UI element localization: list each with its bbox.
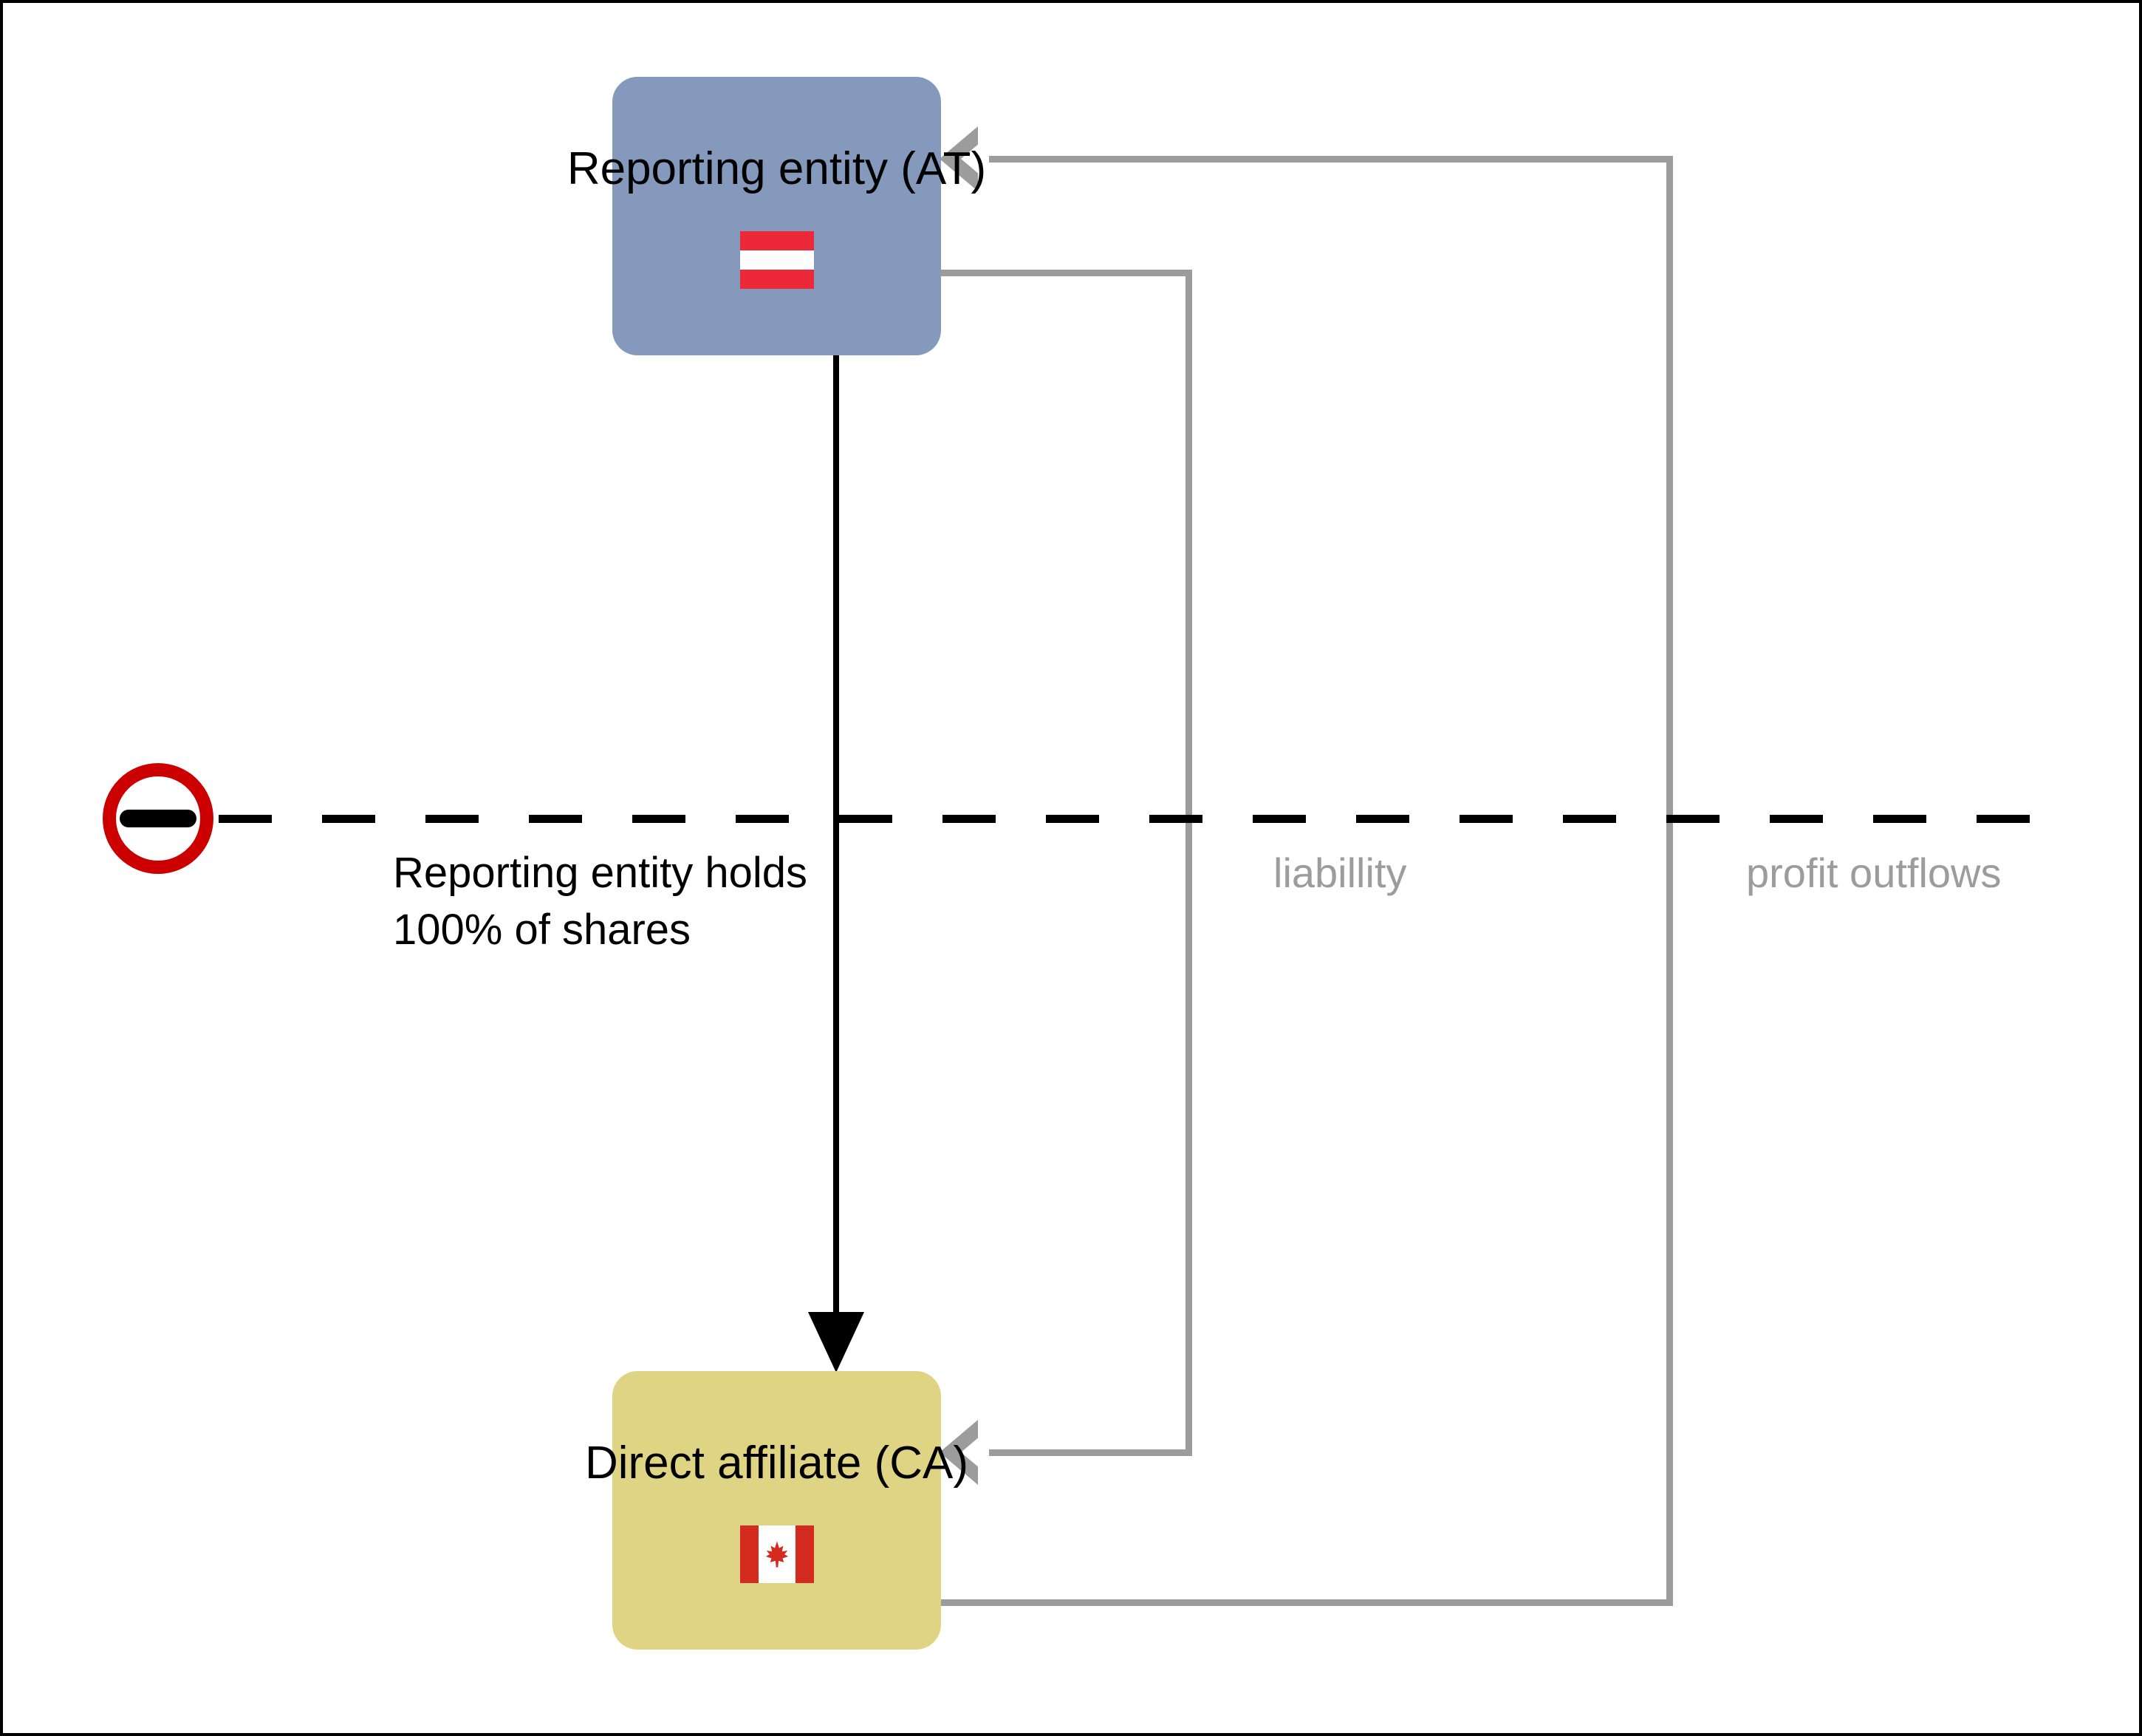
node-direct-affiliate[interactable]: Direct affiliate (CA)	[585, 1371, 968, 1650]
canada-flag-icon	[739, 1525, 814, 1584]
canada-flag-band-left	[739, 1525, 759, 1584]
ownership-arrowhead-icon	[808, 1312, 864, 1373]
maple-leaf-icon	[765, 1541, 788, 1568]
ownership-edge-line	[833, 355, 839, 1316]
profit-outflows-arrowhead-notch	[961, 135, 989, 182]
austria-flag-stripe-middle	[739, 250, 814, 270]
node-reporting-entity[interactable]: Reporting entity (AT)	[567, 77, 986, 355]
profit-outflows-edge-segment-top	[963, 156, 1673, 163]
profit-outflows-edge-label: profit outflows	[1746, 850, 2002, 896]
austria-flag-icon	[739, 231, 814, 290]
no-entry-bar	[120, 810, 196, 827]
liability-edge-segment-vertical	[1185, 270, 1192, 1452]
austria-flag-stripe-bottom	[739, 270, 814, 290]
ownership-edge-label: Reporting entity holds 100% of shares	[393, 849, 807, 954]
austria-flag-stripe-top	[739, 231, 814, 251]
national-border-dashed-line	[219, 815, 2062, 823]
node-direct-affiliate-label: Direct affiliate (CA)	[584, 1438, 969, 1489]
node-reporting-entity-label: Reporting entity (AT)	[567, 143, 987, 194]
liability-arrowhead-notch	[961, 1429, 989, 1476]
liability-edge-segment-bottom	[963, 1449, 1192, 1456]
liability-edge-label: liabillity	[1273, 850, 1407, 896]
profit-outflows-edge-segment-vertical	[1666, 156, 1673, 1606]
liability-edge-segment-top	[941, 270, 1192, 276]
no-entry-sign-icon	[103, 763, 213, 874]
profit-outflows-edge-segment-bottom	[941, 1599, 1673, 1606]
canada-flag-band-right	[795, 1525, 814, 1584]
